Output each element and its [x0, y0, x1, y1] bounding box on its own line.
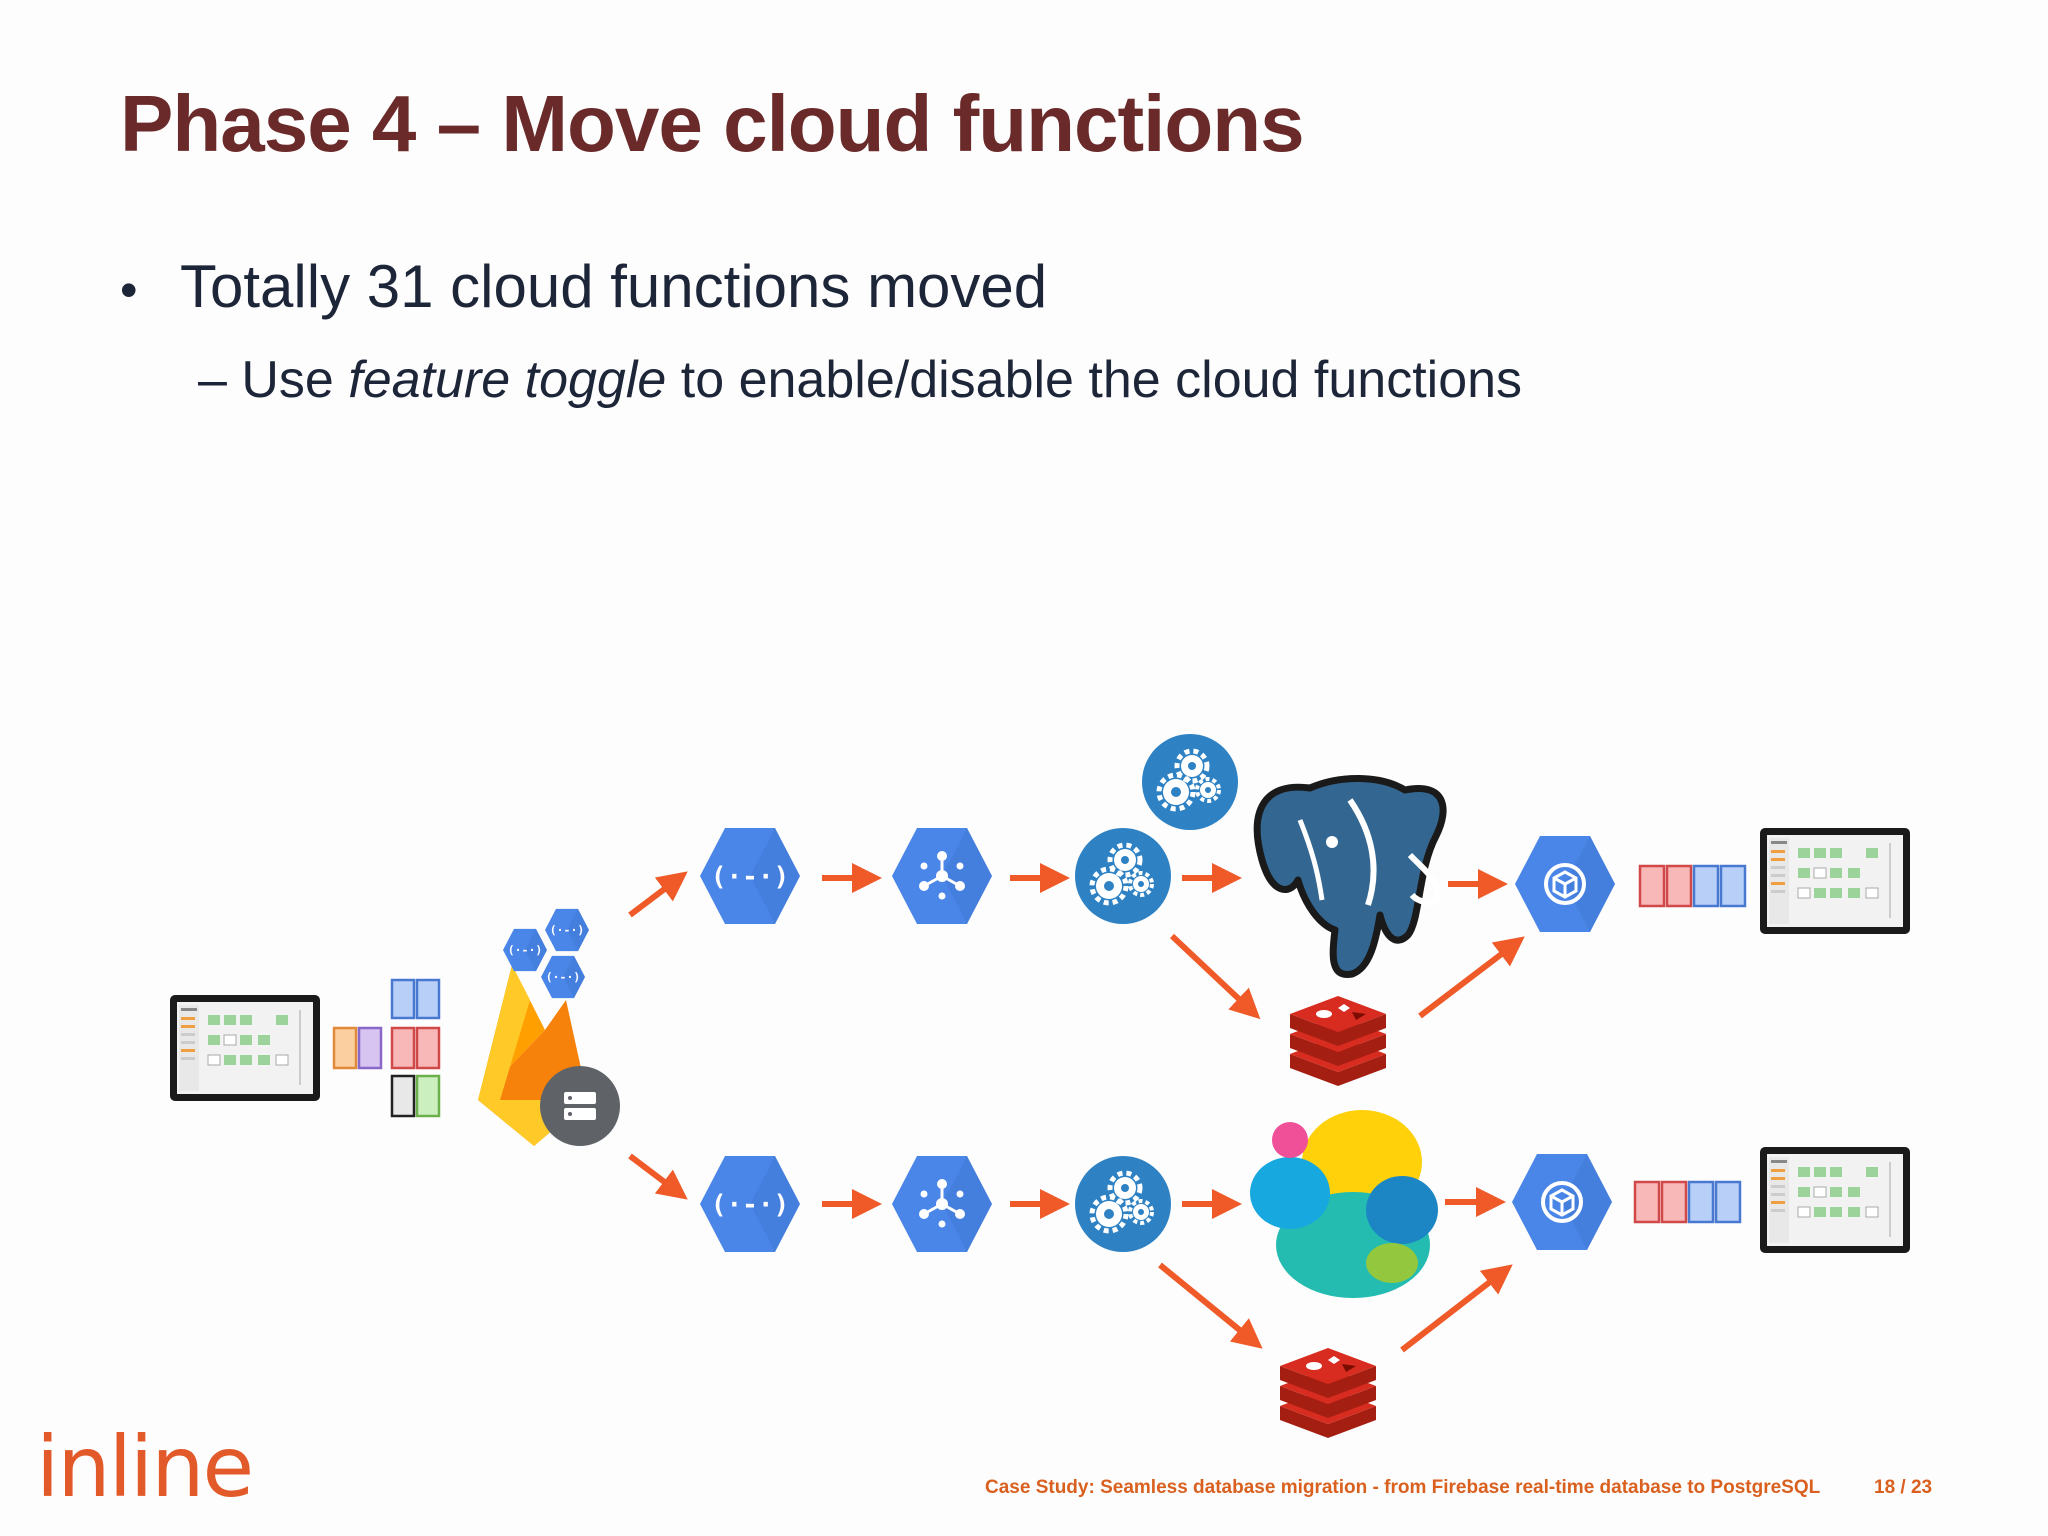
sub-bullet-suffix: to enable/disable the cloud functions	[666, 351, 1523, 409]
sub-bullet-item: – Use feature toggle to enable/disable t…	[198, 350, 1522, 410]
tablet-icon	[1759, 1146, 1911, 1254]
app-engine-icon	[1515, 836, 1615, 932]
message-queue-icon	[332, 978, 441, 1118]
sub-bullet-dash: –	[198, 351, 227, 409]
firebase-icon	[478, 965, 620, 1146]
tablet-icon	[169, 994, 321, 1102]
company-logo: inline	[36, 1418, 254, 1516]
database-server-icon	[540, 1066, 620, 1146]
arrow	[628, 1153, 688, 1200]
pubsub-icon	[892, 1156, 992, 1252]
gears-icon	[1075, 1156, 1171, 1252]
slide-title: Phase 4 – Move cloud functions	[120, 79, 1305, 168]
app-engine-icon	[1512, 1154, 1612, 1250]
page-separator: /	[1895, 1477, 1911, 1498]
footer-text: Case Study: Seamless database migration …	[985, 1477, 1821, 1498]
bullet-text: Totally 31 cloud functions moved	[180, 253, 1048, 320]
page-current: 18	[1874, 1477, 1896, 1498]
bullet-marker: •	[120, 262, 138, 318]
page-number: 18 / 23	[1874, 1477, 1932, 1499]
cloud-functions-icon	[700, 1156, 800, 1252]
cloud-functions-icon	[700, 828, 800, 924]
bullet-item: • Totally 31 cloud functions moved	[120, 252, 1047, 321]
redis-icon	[1290, 996, 1386, 1086]
arrow	[1169, 933, 1261, 1020]
gears-icon	[1142, 734, 1238, 830]
pubsub-icon	[892, 828, 992, 924]
redis-icon	[1280, 1348, 1376, 1438]
sub-bullet-prefix: Use	[226, 351, 349, 409]
gears-icon	[1075, 828, 1171, 924]
arrow	[628, 871, 688, 918]
arrow	[1418, 936, 1525, 1019]
sub-bullet-emphasis: feature toggle	[348, 351, 667, 409]
tablet-icon	[1759, 827, 1911, 935]
flow-arrows	[628, 863, 1525, 1353]
message-queue-icon	[1633, 1180, 1742, 1224]
message-queue-icon	[1638, 864, 1747, 908]
arrow	[1400, 1264, 1513, 1353]
page-total: 23	[1910, 1477, 1933, 1498]
postgresql-icon	[1253, 775, 1447, 978]
arrow	[1158, 1262, 1263, 1349]
elasticsearch-icon	[1250, 1110, 1438, 1298]
